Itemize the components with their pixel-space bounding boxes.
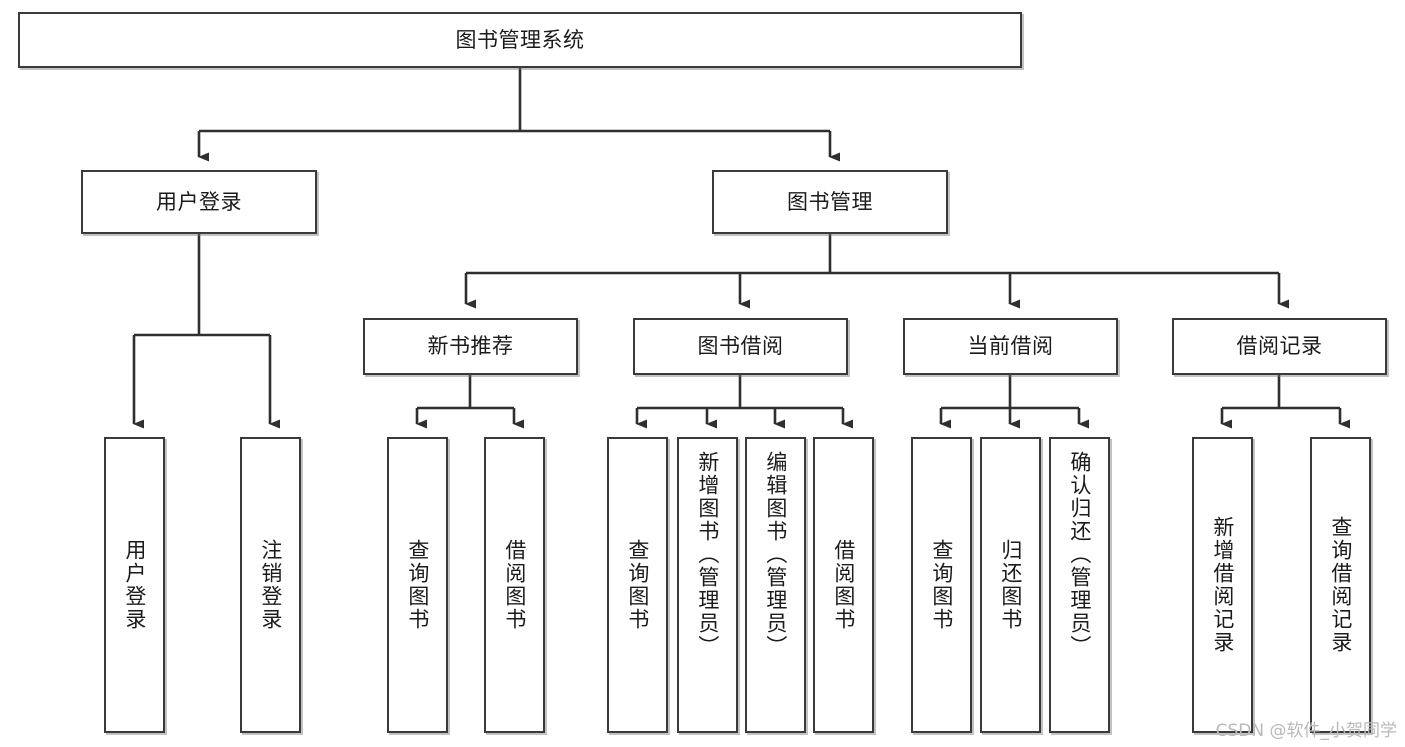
node-new-book-recommend[interactable]: 新书推荐: [363, 318, 578, 375]
node-root[interactable]: 图书管理系统: [18, 12, 1022, 68]
node-label: 借阅图书: [831, 539, 856, 631]
leaf-logout[interactable]: 注销登录: [240, 437, 301, 733]
node-label: 注销登录: [258, 539, 283, 631]
node-label: 查询图书: [625, 539, 650, 631]
leaf-query-book-borrow[interactable]: 查询图书: [607, 437, 668, 733]
node-label: 图书借阅: [697, 334, 784, 359]
node-current-borrow[interactable]: 当前借阅: [903, 318, 1118, 375]
leaf-add-book-admin[interactable]: 新增图书（管理员）: [677, 437, 738, 733]
leaf-query-borrow-record[interactable]: 查询借阅记录: [1310, 437, 1371, 733]
node-label: 查询图书: [405, 539, 430, 631]
node-label: 编辑图书（管理员）: [763, 451, 788, 658]
node-label: 新增图书（管理员）: [695, 451, 720, 658]
node-label: 用户登录: [122, 539, 147, 631]
node-label: 查询图书: [929, 539, 954, 631]
leaf-confirm-return-admin[interactable]: 确认归还（管理员）: [1049, 437, 1110, 733]
leaf-query-book-current[interactable]: 查询图书: [911, 437, 972, 733]
node-label: 新增借阅记录: [1210, 516, 1235, 654]
leaf-user-login[interactable]: 用户登录: [104, 437, 165, 733]
leaf-borrow-book-recommend[interactable]: 借阅图书: [484, 437, 545, 733]
node-book-management[interactable]: 图书管理: [712, 170, 948, 234]
node-label: 查询借阅记录: [1328, 516, 1353, 654]
node-label: 借阅图书: [502, 539, 527, 631]
leaf-edit-book-admin[interactable]: 编辑图书（管理员）: [745, 437, 806, 733]
node-label: 确认归还（管理员）: [1067, 451, 1092, 658]
leaf-borrow-book[interactable]: 借阅图书: [813, 437, 874, 733]
node-label: 图书管理系统: [455, 27, 585, 52]
node-borrow-record[interactable]: 借阅记录: [1172, 318, 1387, 375]
node-label: 归还图书: [998, 539, 1023, 631]
node-label: 用户登录: [156, 189, 242, 214]
node-user-login[interactable]: 用户登录: [81, 170, 317, 234]
leaf-add-borrow-record[interactable]: 新增借阅记录: [1192, 437, 1253, 733]
node-label: 当前借阅: [967, 334, 1054, 359]
leaf-query-book-recommend[interactable]: 查询图书: [387, 437, 448, 733]
node-label: 图书管理: [787, 189, 873, 214]
leaf-return-book[interactable]: 归还图书: [980, 437, 1041, 733]
node-label: 借阅记录: [1236, 334, 1323, 359]
node-label: 新书推荐: [427, 334, 514, 359]
node-book-borrow[interactable]: 图书借阅: [633, 318, 848, 375]
watermark: CSDN @软件_小贺同学: [1215, 721, 1397, 741]
